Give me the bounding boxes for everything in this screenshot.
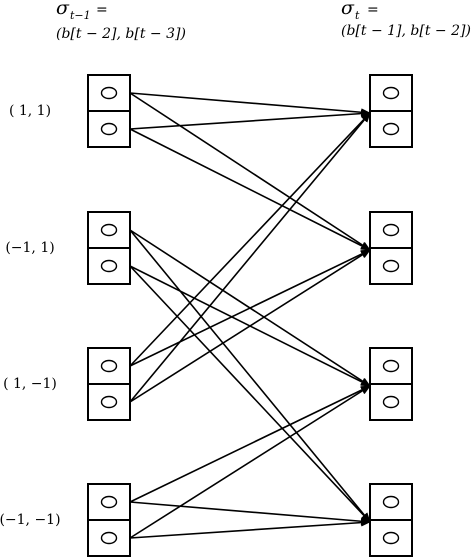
transition-edge-11 bbox=[129, 249, 371, 403]
transition-edge-8 bbox=[129, 112, 371, 367]
left-state-0-cell-1 bbox=[87, 110, 131, 148]
transition-edge-10 bbox=[129, 112, 371, 403]
header-left-subscript: t−1 bbox=[70, 9, 91, 22]
right-state-1-cell-1 bbox=[369, 247, 413, 285]
right-state-group-1 bbox=[369, 211, 413, 285]
header-left-equals: = bbox=[96, 2, 108, 18]
register-bit-circle bbox=[382, 531, 400, 545]
register-bit-circle bbox=[100, 259, 118, 273]
transition-edge-12 bbox=[129, 385, 371, 503]
right-state-group-0 bbox=[369, 74, 413, 148]
right-state-group-2 bbox=[369, 347, 413, 421]
register-bit-circle bbox=[382, 359, 400, 373]
transition-edge-14 bbox=[129, 385, 371, 539]
left-state-group-1 bbox=[87, 211, 131, 285]
header-left-tuple: (b[t − 2], b[t − 3]) bbox=[56, 26, 186, 42]
left-state-2-cell-1 bbox=[87, 383, 131, 421]
left-state-group-0 bbox=[87, 74, 131, 148]
left-state-group-2 bbox=[87, 347, 131, 421]
header-right: σ t = (b[t − 1], b[t − 2]) bbox=[341, 0, 471, 39]
transition-edge-7 bbox=[129, 265, 371, 523]
left-state-0-cell-0 bbox=[87, 74, 131, 112]
header-right-equals: = bbox=[367, 2, 379, 18]
left-state-1-cell-1 bbox=[87, 247, 131, 285]
header-right-tuple: (b[t − 1], b[t − 2]) bbox=[341, 23, 471, 39]
transition-edge-2 bbox=[129, 109, 371, 130]
register-bit-circle bbox=[100, 395, 118, 409]
register-bit-circle bbox=[100, 223, 118, 237]
transition-edge-5 bbox=[129, 229, 371, 523]
register-bit-circle bbox=[382, 223, 400, 237]
state-labels: ( 1, 1) (−1, 1) ( 1, −1) (−1, −1) bbox=[0, 103, 61, 528]
right-state-2-cell-1 bbox=[369, 383, 413, 421]
register-bit-circle bbox=[382, 122, 400, 136]
left-state-2-cell-0 bbox=[87, 347, 131, 385]
right-state-1-cell-0 bbox=[369, 211, 413, 249]
register-bit-circle bbox=[100, 122, 118, 136]
left-state-3-cell-1 bbox=[87, 519, 131, 557]
left-state-3-cell-0 bbox=[87, 483, 131, 521]
register-bit-circle bbox=[100, 359, 118, 373]
header-left-symbol: σ bbox=[56, 0, 70, 19]
transition-edge-1 bbox=[129, 92, 371, 251]
right-state-0-cell-0 bbox=[369, 74, 413, 112]
right-state-3-cell-0 bbox=[369, 483, 413, 521]
register-bit-circle bbox=[382, 495, 400, 509]
transition-edge-13 bbox=[129, 501, 371, 526]
register-bit-circle bbox=[100, 86, 118, 100]
register-bit-circle bbox=[100, 531, 118, 545]
right-state-0-cell-1 bbox=[369, 110, 413, 148]
register-bit-circle bbox=[382, 259, 400, 273]
transition-edge-15 bbox=[129, 518, 371, 539]
left-state-group-3 bbox=[87, 483, 131, 557]
state-label-2: ( 1, −1) bbox=[3, 376, 57, 392]
header-left: σ t−1 = (b[t − 2], b[t − 3]) bbox=[56, 0, 186, 42]
state-label-1: (−1, 1) bbox=[5, 240, 54, 256]
transition-edge-9 bbox=[129, 249, 371, 367]
register-bit-circle bbox=[382, 395, 400, 409]
right-state-group-3 bbox=[369, 483, 413, 557]
state-label-0: ( 1, 1) bbox=[9, 103, 51, 119]
left-state-1-cell-0 bbox=[87, 211, 131, 249]
header-right-symbol: σ bbox=[341, 0, 355, 19]
register-bit-circle bbox=[100, 495, 118, 509]
right-state-2-cell-0 bbox=[369, 347, 413, 385]
header-right-subscript: t bbox=[355, 9, 360, 22]
transition-edge-0 bbox=[129, 92, 371, 117]
register-bit-circle bbox=[382, 86, 400, 100]
state-label-3: (−1, −1) bbox=[0, 512, 61, 528]
state-nodes bbox=[87, 74, 413, 557]
transition-edges bbox=[129, 92, 371, 539]
transition-edge-3 bbox=[129, 128, 371, 251]
right-state-3-cell-1 bbox=[369, 519, 413, 557]
